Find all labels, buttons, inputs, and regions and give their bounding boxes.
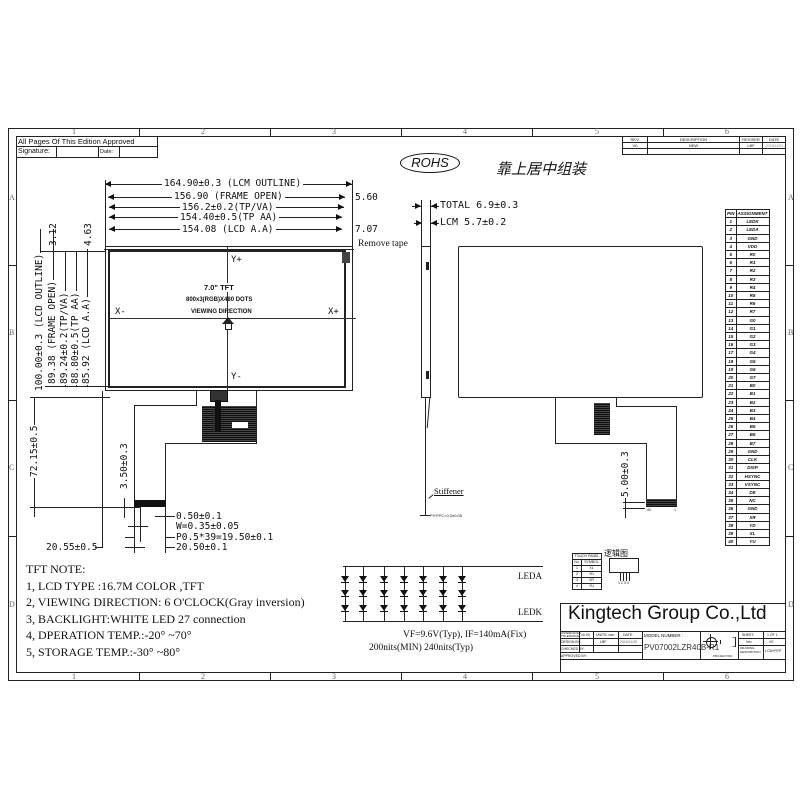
- note-item: 1, LCD TYPE :16.7M COLOR ,TFT: [26, 578, 204, 593]
- led-icon: [359, 605, 367, 612]
- led-icon: [359, 590, 367, 597]
- dim-tp-aa-v: 88.80±0.5(TP AA): [70, 291, 81, 385]
- note-item: 2, VIEWING DIRECTION: 6 O'CLOCK(Gray inv…: [26, 595, 305, 609]
- ledk-label: LEDK: [518, 607, 542, 617]
- led-icon: [341, 605, 349, 612]
- led-icon: [380, 590, 388, 597]
- logic-diagram-label: 逻辑图: [604, 549, 628, 558]
- touch-logic-diagram: [609, 558, 639, 573]
- screen-size: 7.0" TFT: [204, 283, 234, 292]
- drawing-inner-border: [16, 136, 786, 673]
- projection-symbol-icon: [706, 637, 717, 648]
- led-icon: [400, 590, 408, 597]
- stiffener-label: Stiffener: [434, 486, 464, 496]
- led-icon: [341, 590, 349, 597]
- note-item: 3, BACKLIGHT:WHITE LED 27 connection: [26, 611, 246, 626]
- signature-label: Signature:: [18, 148, 50, 155]
- dim-offset-3-12: 3.12: [48, 223, 59, 246]
- led-icon: [419, 590, 427, 597]
- dim-fpc-d4: 20.50±0.1: [176, 542, 228, 553]
- rohs-badge: ROHS: [400, 153, 460, 173]
- note-item: 5, STORAGE TEMP.:-30° ~80°: [26, 644, 180, 659]
- dim-fpc-pitch: P0.5*39=19.50±0.1: [176, 532, 274, 543]
- led-icon: [400, 576, 408, 583]
- remove-tape-marker: [342, 252, 350, 263]
- back-fpc-fingers: [646, 499, 677, 507]
- model-number: PV07002LZR40B-R1: [644, 643, 720, 652]
- dim-lcm-thickness: LCM 5.7±0.2: [440, 217, 507, 228]
- back-fpc-ic: [594, 403, 610, 435]
- dim-offset-5-60: 5.60: [355, 192, 378, 203]
- dim-offset-4-63: 4.63: [83, 223, 94, 246]
- dim-fpc-width: W=0.35±0.05: [176, 521, 239, 532]
- dim-lcm-outline: 164.90±0.3 (LCM OUTLINE): [162, 178, 304, 189]
- led-icon: [458, 605, 466, 612]
- dim-fpc-offset: 20.55±0.5: [46, 542, 98, 553]
- assembly-note: 靠上居中组装: [496, 162, 587, 178]
- dim-offset-7-07: 7.07: [355, 224, 378, 235]
- dim-fpc-tail: 3.50±0.3: [119, 442, 130, 490]
- notes-title: TFT NOTE:: [26, 562, 86, 576]
- dim-frame-open: 156.90 (FRAME OPEN): [172, 191, 285, 202]
- dim-lcd-aa: 154.08 (LCD A.A): [180, 224, 276, 235]
- led-icon: [359, 576, 367, 583]
- date-label: Date:: [100, 149, 114, 155]
- led-icon: [419, 576, 427, 583]
- backlight-spec-2: 200nits(MIN) 240nits(Typ): [369, 643, 474, 653]
- led-icon: [380, 576, 388, 583]
- fpc-gold-fingers: [134, 500, 166, 507]
- led-icon: [380, 605, 388, 612]
- dim-frame-open-v: 89.38 (FRAME OPEN): [47, 280, 58, 385]
- dim-fpc-height: 72.15±0.5: [29, 424, 40, 478]
- led-icon: [458, 576, 466, 583]
- led-icon: [419, 605, 427, 612]
- leda-label: LEDA: [518, 571, 542, 581]
- note-item: 4, DPERATION TEMP.:-20° ~70°: [26, 628, 192, 642]
- led-icon: [439, 605, 447, 612]
- fpc-thickness: PI+FPC=0.3±0.05: [430, 513, 462, 518]
- viewing-direction: VIEWING DIRECTION: [191, 309, 252, 315]
- company-name: Kingtech Group Co.,Ltd: [568, 603, 767, 624]
- led-icon: [341, 576, 349, 583]
- dim-fpc-d1: 0.50±0.1: [176, 511, 222, 522]
- dim-back-fpc-tail: 5.00±0.3: [620, 450, 631, 498]
- screen-resolution: 800x3(RGB)X480 DOTS: [186, 297, 253, 303]
- dim-tp-aa: 154.40±0.5(TP AA): [178, 212, 280, 223]
- approval-title: All Pages Of This Edition Approved: [18, 137, 135, 146]
- led-icon: [458, 590, 466, 597]
- dim-lcd-aa-v: 85.92 (LCD A.A): [81, 297, 92, 385]
- led-icon: [439, 590, 447, 597]
- led-icon: [439, 576, 447, 583]
- dim-tp-va: 156.2±0.2(TP/VA): [180, 202, 276, 213]
- dim-lcd-outline: 100.00±0.3 (LCD OUTLINE): [34, 252, 45, 392]
- backlight-spec-1: VF=9.6V(Typ), IF=140mA(Fix): [403, 630, 527, 640]
- tft-notes: TFT NOTE: 1, LCD TYPE :16.7M COLOR ,TFT …: [26, 561, 305, 660]
- dim-tp-va-v: 89.24±0.2(TP/VA): [59, 291, 70, 385]
- remove-tape-label: Remove tape: [358, 239, 408, 249]
- led-icon: [400, 605, 408, 612]
- dim-total-thickness: TOTAL 6.9±0.3: [440, 200, 519, 211]
